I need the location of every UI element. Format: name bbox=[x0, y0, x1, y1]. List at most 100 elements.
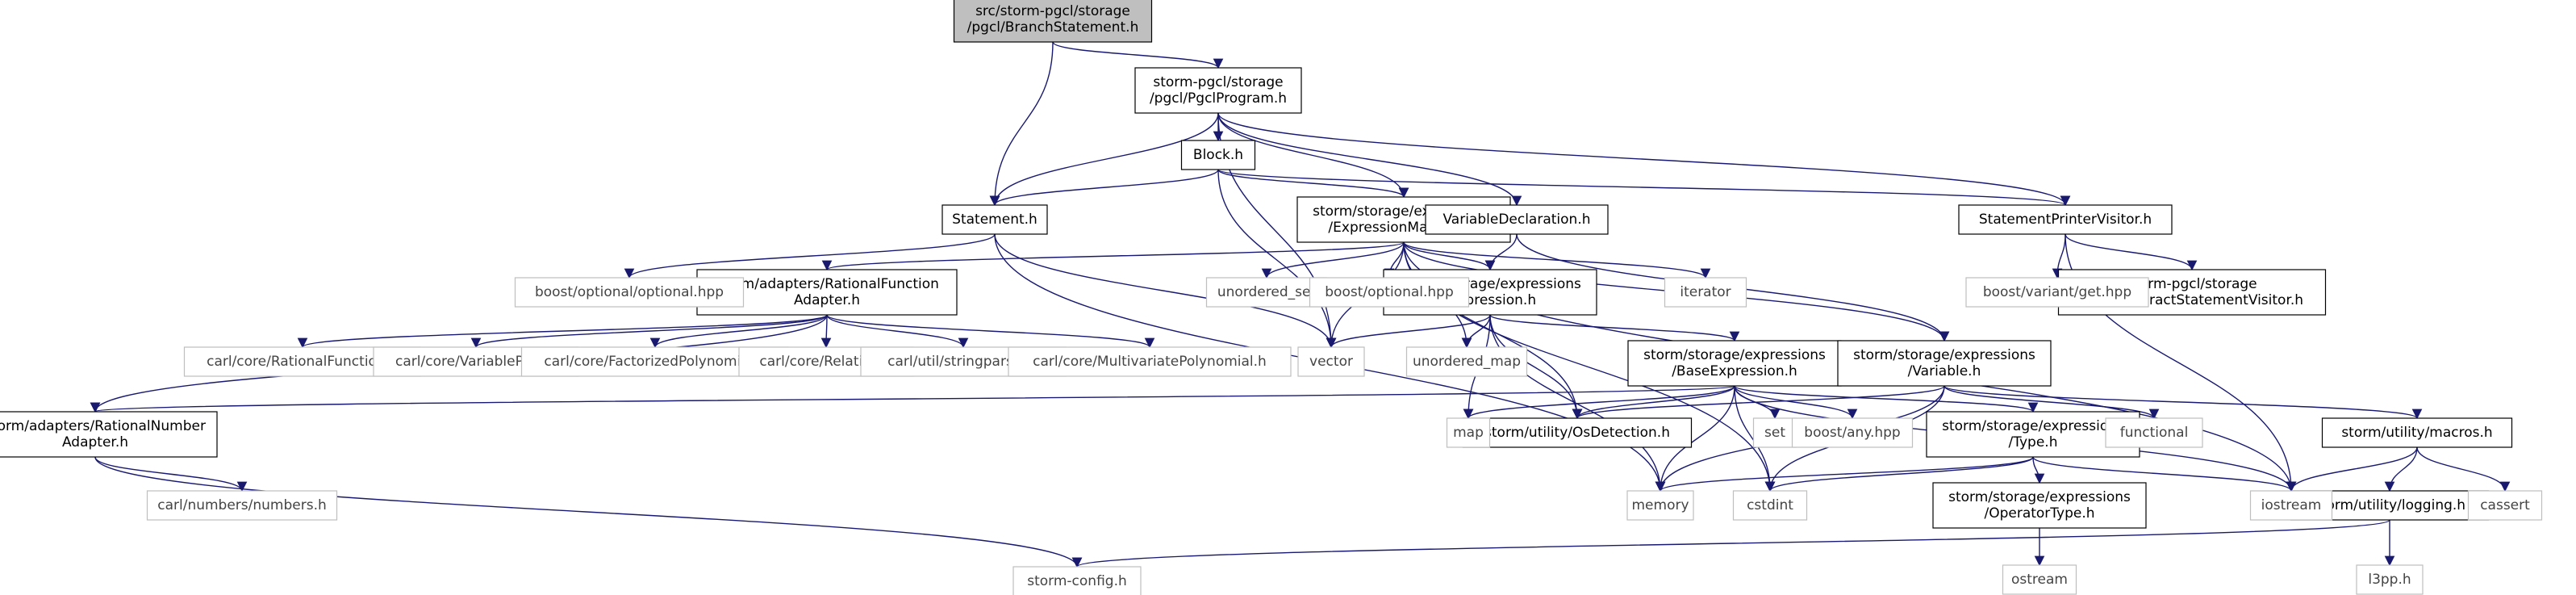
node-label: iostream bbox=[2261, 497, 2322, 513]
node-label: carl/util/stringparser.h bbox=[887, 354, 1039, 370]
edge-statement-to-boostopt_opt bbox=[624, 233, 996, 279]
node-box bbox=[1965, 277, 2149, 308]
node-box bbox=[1297, 346, 1365, 377]
node-label: carl/core/RationalFunction.h bbox=[207, 354, 399, 370]
edge-ratfuncadapter-to-carl_strparser bbox=[826, 314, 969, 349]
node-vardecl[interactable]: VariableDeclaration.h bbox=[1425, 204, 1609, 235]
node-label: storm/utility/macros.h bbox=[2341, 425, 2492, 441]
edge-ratnumadapter-to-stormconfig bbox=[94, 456, 1083, 568]
node-label: functional bbox=[2120, 425, 2189, 441]
node-label: carl/core/FactorizedPolynomial.h bbox=[544, 354, 766, 370]
node-label: map bbox=[1453, 425, 1484, 441]
node-root[interactable]: src/storm-pgcl/storage/pgcl/BranchStatem… bbox=[953, 0, 1153, 43]
node-baseexpr[interactable]: storm/storage/expressions/BaseExpression… bbox=[1627, 340, 1842, 387]
edge-type-to-cstdint bbox=[1764, 456, 2034, 492]
edge-baseexpr-to-cstdint bbox=[1734, 385, 1776, 492]
edge-vardecl-to-expression bbox=[1484, 233, 1518, 271]
edge-macros-to-logging bbox=[2384, 446, 2418, 492]
node-label: vector bbox=[1309, 354, 1353, 370]
node-label: storm-pgcl/storage bbox=[1153, 74, 1283, 90]
node-macros[interactable]: storm/utility/macros.h bbox=[2321, 417, 2513, 448]
node-functional: functional bbox=[2105, 417, 2203, 448]
node-box bbox=[1425, 204, 1609, 235]
node-label: boost/variant/get.hpp bbox=[1983, 284, 2131, 300]
node-type[interactable]: storm/storage/expressions/Type.h bbox=[1926, 411, 2140, 458]
node-box bbox=[2002, 564, 2077, 595]
node-label: storm/storage/expressions bbox=[1948, 489, 2131, 505]
node-label: /pgcl/BranchStatement.h bbox=[967, 19, 1139, 36]
node-label: set bbox=[1764, 425, 1785, 441]
node-box bbox=[1134, 67, 1302, 114]
node-box bbox=[1791, 417, 1914, 448]
node-pgclprogram[interactable]: storm-pgcl/storage/pgcl/PgclProgram.h bbox=[1134, 67, 1302, 114]
node-operatortype[interactable]: storm/storage/expressions/OperatorType.h bbox=[1932, 482, 2147, 529]
edge-type-to-memory bbox=[1655, 456, 2034, 492]
node-box bbox=[2105, 417, 2203, 448]
node-label: boost/any.hpp bbox=[1804, 425, 1900, 441]
node-carl_multipoly: carl/core/MultivariatePolynomial.h bbox=[1008, 346, 1292, 377]
edge-pgclprogram-to-vardecl bbox=[1217, 112, 1522, 207]
edge-pgclprogram-to-statement bbox=[989, 112, 1219, 207]
node-box bbox=[1008, 346, 1292, 377]
node-label: boost/optional.hpp bbox=[1325, 284, 1454, 300]
node-label: cassert bbox=[2480, 497, 2530, 513]
edge-variable-to-functional bbox=[1943, 385, 2160, 420]
node-label: storm/adapters/RationalFunction bbox=[715, 276, 939, 292]
node-iostream: iostream bbox=[2249, 490, 2333, 521]
node-cstdint: cstdint bbox=[1732, 490, 1808, 521]
node-statement[interactable]: Statement.h bbox=[941, 204, 1048, 235]
node-variable[interactable]: storm/storage/expressions/Variable.h bbox=[1837, 340, 2052, 387]
node-ostream: ostream bbox=[2002, 564, 2077, 595]
node-box bbox=[1837, 340, 2052, 387]
edge-variable-to-macros bbox=[1943, 385, 2422, 420]
node-box bbox=[1446, 417, 1491, 448]
edge-statement-to-vector bbox=[994, 233, 1337, 349]
node-label: /BaseExpression.h bbox=[1672, 363, 1797, 379]
edge-baseexpr-to-ratnumadapter bbox=[91, 385, 1735, 413]
node-box bbox=[2321, 417, 2513, 448]
node-box bbox=[1462, 417, 1693, 448]
edge-expression-to-baseexpr bbox=[1489, 314, 1740, 342]
node-box bbox=[1627, 340, 1842, 387]
node-label: Statement.h bbox=[952, 212, 1037, 228]
node-label: Adapter.h bbox=[62, 434, 128, 450]
node-box bbox=[1752, 417, 1797, 448]
node-box bbox=[1926, 411, 2140, 458]
node-label: Adapter.h bbox=[794, 292, 860, 308]
node-label: carl/core/Relation.h bbox=[759, 354, 892, 370]
edge-block-to-printervisitor bbox=[1217, 169, 2070, 207]
edge-exprmanager-to-iterator bbox=[1403, 241, 1711, 279]
edge-root-to-pgclprogram bbox=[1052, 41, 1224, 69]
node-osdetect[interactable]: storm/utility/OsDetection.h bbox=[1462, 417, 1693, 448]
edge-baseexpr-to-boostany bbox=[1734, 385, 1858, 420]
node-box bbox=[1405, 346, 1528, 377]
node-box bbox=[1012, 566, 1142, 595]
node-printervisitor[interactable]: StatementPrinterVisitor.h bbox=[1958, 204, 2173, 235]
node-stormconfig: storm-config.h bbox=[1012, 566, 1142, 595]
node-vector: vector bbox=[1297, 346, 1365, 377]
node-label: unordered_map bbox=[1413, 354, 1521, 370]
node-carl_numbers: carl/numbers/numbers.h bbox=[146, 490, 338, 521]
node-label: /pgcl/PgclProgram.h bbox=[1150, 90, 1287, 107]
node-box bbox=[2467, 490, 2543, 521]
node-box bbox=[1309, 277, 1470, 308]
node-label: StatementPrinterVisitor.h bbox=[1979, 212, 2152, 228]
edge-type-to-operatortype bbox=[2032, 456, 2045, 484]
node-label: storm/utility/logging.h bbox=[2314, 497, 2465, 513]
node-label: carl/numbers/numbers.h bbox=[157, 497, 327, 513]
edge-baseexpr-to-osdetect bbox=[1572, 385, 1735, 420]
edge-printervisitor-to-abstractvisitor bbox=[2065, 233, 2198, 271]
node-label: storm/storage/expressions bbox=[1942, 418, 2124, 434]
node-box bbox=[1664, 277, 1747, 308]
node-label: cstdint bbox=[1747, 497, 1793, 513]
edge-root-to-statement bbox=[989, 41, 1054, 207]
edge-expression-to-vector bbox=[1326, 314, 1491, 349]
node-block[interactable]: Block.h bbox=[1180, 140, 1256, 170]
node-memory: memory bbox=[1626, 490, 1694, 521]
node-unordered_set: unordered_set bbox=[1205, 277, 1328, 308]
edge-ratfuncadapter-to-carl_multipoly bbox=[826, 314, 1155, 349]
node-box bbox=[1626, 490, 1694, 521]
